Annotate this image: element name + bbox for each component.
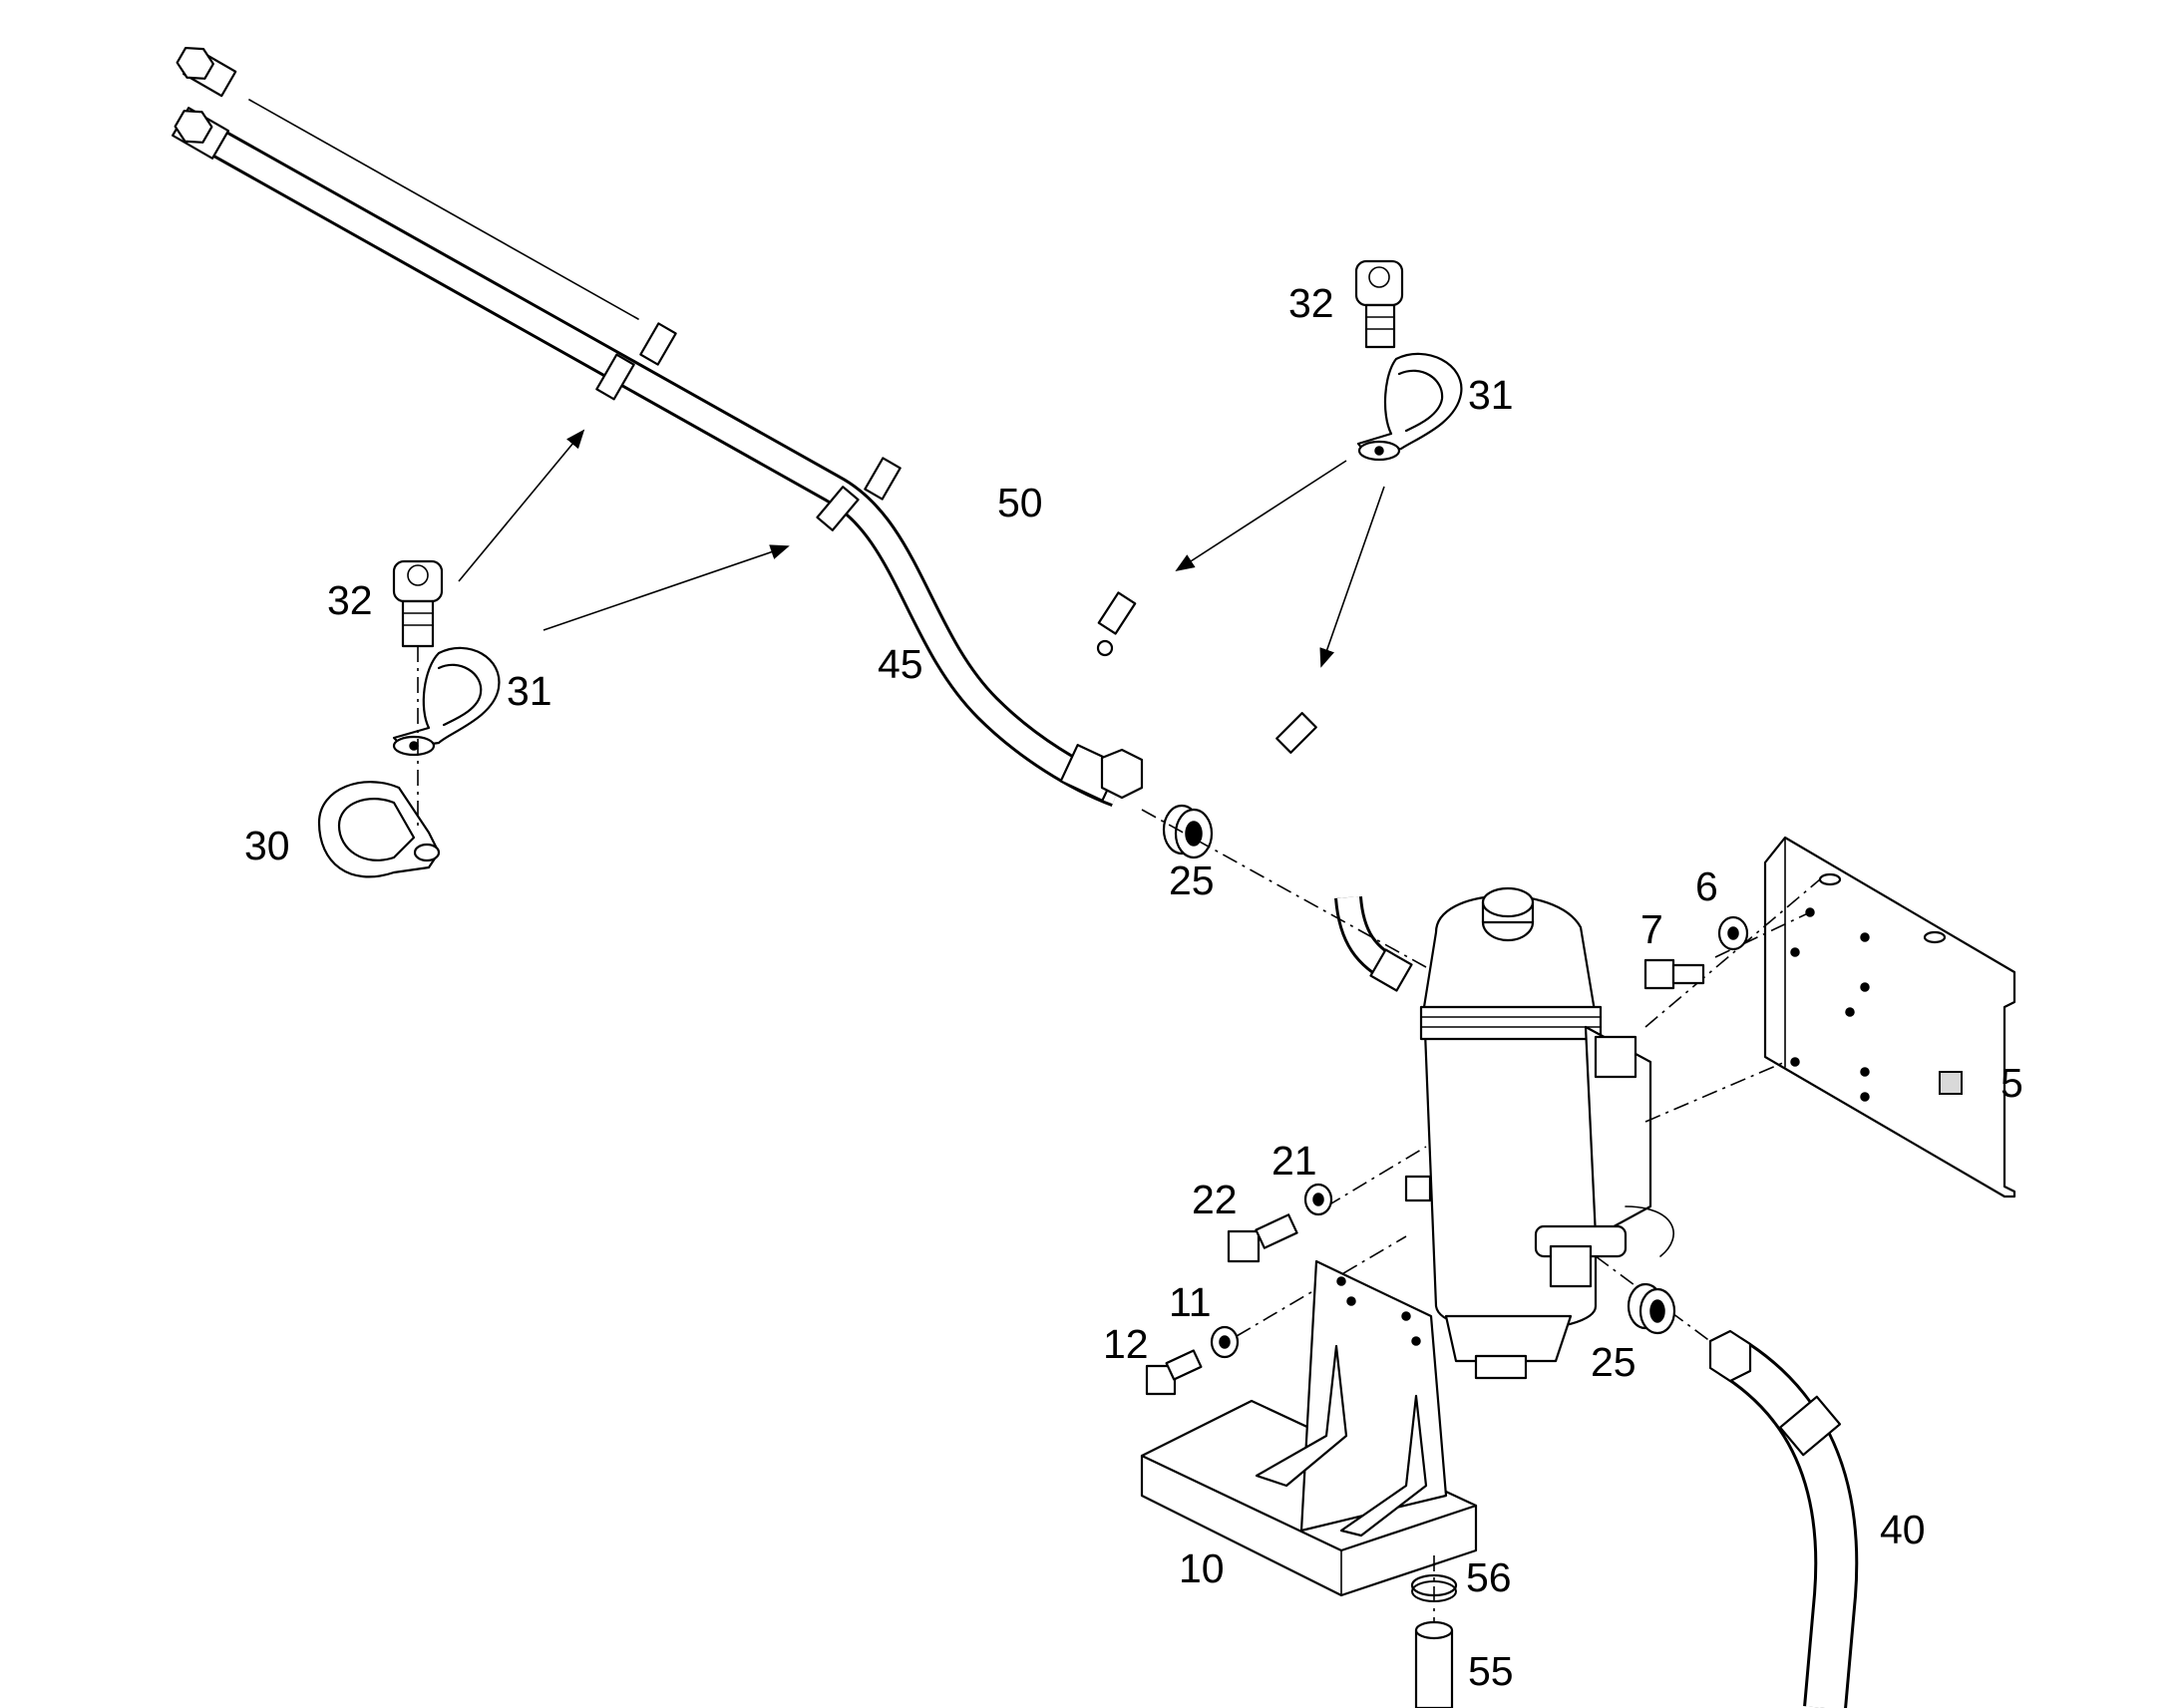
mounting-plate-5 — [1763, 836, 2016, 1198]
adapter-fitting-25-lower — [1627, 1282, 1676, 1335]
callout-label: 6 — [1695, 863, 1718, 909]
arrow-left-to-hose-lower — [543, 544, 790, 631]
centerline-bolt-22 — [1325, 1146, 1427, 1207]
p-clamp-31-left — [392, 646, 501, 757]
callout-label: 21 — [1272, 1138, 1317, 1184]
hose-assembly-50 — [176, 46, 1413, 992]
drip-tray-bracket-10 — [1140, 1259, 1478, 1597]
callout-label: 12 — [1103, 1321, 1149, 1367]
washer-11 — [1210, 1325, 1240, 1359]
arrow-left-to-hose-upper — [458, 429, 585, 582]
callout-label: 55 — [1468, 1648, 1514, 1694]
fuel-filter-assembly — [1404, 886, 1674, 1380]
callout-label: 40 — [1880, 1507, 1926, 1552]
callout-label: 31 — [1468, 372, 1514, 418]
callout-label: 25 — [1591, 1339, 1636, 1385]
clamp-half-30 — [317, 781, 441, 878]
callout-label: 56 — [1466, 1554, 1512, 1600]
hose-40 — [1708, 1329, 1859, 1708]
callout-label: 7 — [1640, 906, 1663, 952]
drain-hose-55 — [1414, 1620, 1454, 1708]
callout-label: 32 — [327, 577, 373, 623]
hose-assembly-45 — [172, 99, 1144, 808]
p-clamp-31-right — [1356, 352, 1463, 462]
cap-screw-32-right — [1354, 259, 1404, 349]
arrow-right-to-hose-lower — [1319, 486, 1385, 668]
callout-label: 10 — [1179, 1545, 1225, 1591]
callout-label: 11 — [1169, 1279, 1212, 1325]
arrow-right-to-hose-upper — [1175, 460, 1347, 572]
callout-label: 22 — [1192, 1177, 1238, 1222]
callout-label: 45 — [878, 641, 923, 687]
callout-label: 31 — [507, 668, 552, 714]
centerline-upper-adapter — [1141, 809, 1427, 968]
bolt-12 — [1145, 1349, 1203, 1396]
callout-label: 30 — [244, 823, 290, 868]
cap-screw-32-left — [392, 559, 444, 648]
callout-label: 25 — [1169, 857, 1215, 903]
callout-label: 5 — [2000, 1060, 2023, 1106]
centerline-plate-upper — [1644, 878, 1821, 1028]
callout-label: 32 — [1288, 280, 1334, 326]
bolt-22 — [1227, 1213, 1298, 1263]
callout-label: 50 — [997, 480, 1043, 525]
centerline-plate-lower — [1644, 1061, 1786, 1123]
bolt-7 — [1643, 958, 1705, 990]
adapter-fitting-25-upper — [1162, 804, 1214, 859]
washer-6 — [1717, 915, 1749, 951]
washer-21 — [1303, 1183, 1333, 1216]
